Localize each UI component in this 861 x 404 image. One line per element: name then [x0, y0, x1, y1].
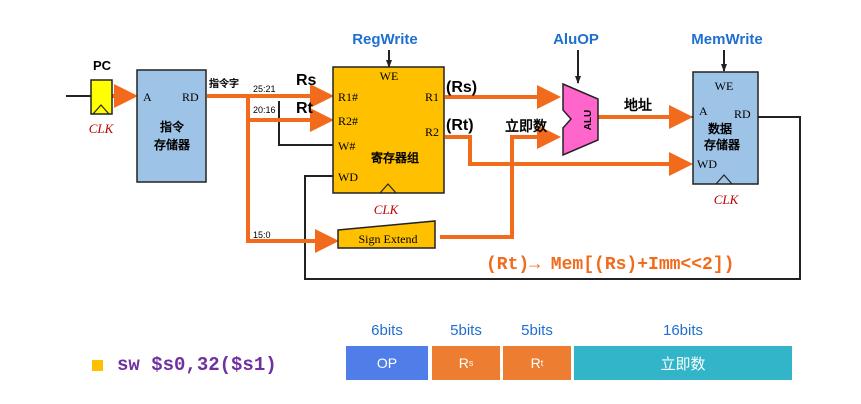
orange-wires — [112, 84, 693, 253]
regfile-r1-out: R1 — [425, 90, 439, 104]
op-field-name: OP — [376, 355, 398, 371]
rs-field-name: R — [458, 355, 469, 371]
op-field: OP — [346, 346, 428, 380]
imem-rd-port: RD — [182, 90, 199, 104]
regfile-r1-in: R1# — [338, 90, 358, 104]
dmem-clock-triangle — [715, 174, 733, 185]
dmem-a-port: A — [699, 104, 708, 118]
imm-bits-label: 16bits — [662, 322, 704, 339]
pc-clk-label: CLK — [89, 121, 115, 136]
bits-25-21-label: 25:21 — [253, 84, 276, 94]
register-file — [332, 66, 445, 194]
rt-bits-label: 5bits — [521, 322, 553, 339]
regfile-w-in: W# — [338, 139, 355, 153]
rt-value-label: (Rt) — [446, 117, 474, 134]
regfile-r2-in: R2# — [338, 114, 358, 128]
datapath-diagram: RegWrite AluOP MemWrite PC CLK A RD 指令 存… — [66, 31, 801, 280]
rs-bits-label: 5bits — [450, 322, 482, 339]
pc-label: PC — [93, 58, 112, 73]
pc-clock-triangle — [92, 104, 110, 115]
dmem-wd: WD — [697, 157, 717, 171]
rt-to-w-wire — [278, 101, 333, 146]
imem-name-line2: 存储器 — [153, 137, 191, 152]
rt-field-sub: t — [540, 358, 544, 368]
rt-field-name: R — [530, 355, 541, 371]
memwrite-label: MemWrite — [691, 31, 762, 48]
sign-extend-unit — [337, 220, 436, 249]
regfile-name: 寄存器组 — [371, 150, 419, 165]
dmem-rd-port: RD — [734, 107, 751, 121]
regwrite-label: RegWrite — [352, 31, 418, 48]
aluop-label: AluOP — [553, 31, 599, 48]
instruction-memory — [136, 69, 207, 183]
imm-field-name: 立即数 — [660, 354, 706, 373]
bullet-icon — [92, 359, 103, 371]
alu-label: ALU — [583, 110, 594, 131]
dmem-clk-label: CLK — [714, 192, 740, 207]
imem-a-port: A — [143, 90, 152, 104]
imem-name-line1: 指令 — [160, 119, 185, 134]
rs-label: Rs — [296, 72, 317, 89]
data-memory — [692, 71, 759, 185]
instr-word-label: 指令字 — [209, 77, 239, 90]
op-bits-label: 6bits — [371, 322, 403, 339]
regfile-clk-label: CLK — [374, 202, 400, 217]
rs-value-label: (Rs) — [446, 79, 477, 96]
imm-field-wire — [246, 96, 339, 253]
address-label: 地址 — [624, 97, 652, 114]
instruction-text: sw $s0,32($s1) — [117, 354, 277, 376]
bits-15-0-label: 15:0 — [253, 230, 271, 240]
sign-ext-out-wire — [440, 125, 561, 239]
alu-unit — [562, 82, 599, 157]
regfile-we: WE — [380, 69, 399, 83]
rtl-description: (Rt)→ Mem[(Rs)+Imm<<2]) — [486, 255, 734, 275]
imm-field: 立即数 — [574, 346, 792, 380]
dmem-name-line1: 数据 — [708, 121, 732, 136]
dmem-we: WE — [715, 79, 734, 93]
pc-register — [90, 79, 113, 115]
rs-field-sub: s — [468, 358, 474, 368]
regfile-clock-triangle — [379, 183, 397, 194]
dmem-name-line2: 存储器 — [703, 137, 741, 152]
regfile-wd: WD — [338, 170, 358, 184]
instruction-line: sw $s0,32($s1) — [92, 350, 277, 380]
regfile-r2-out: R2 — [425, 125, 439, 139]
bits-20-16-label: 20:16 — [253, 105, 276, 115]
rt-label: Rt — [296, 100, 314, 117]
r2-out-wire — [445, 135, 693, 176]
sign-extend-label: Sign Extend — [359, 232, 418, 246]
dmem-rd-feedback-wire — [304, 116, 801, 280]
immediate-label: 立即数 — [505, 118, 548, 135]
